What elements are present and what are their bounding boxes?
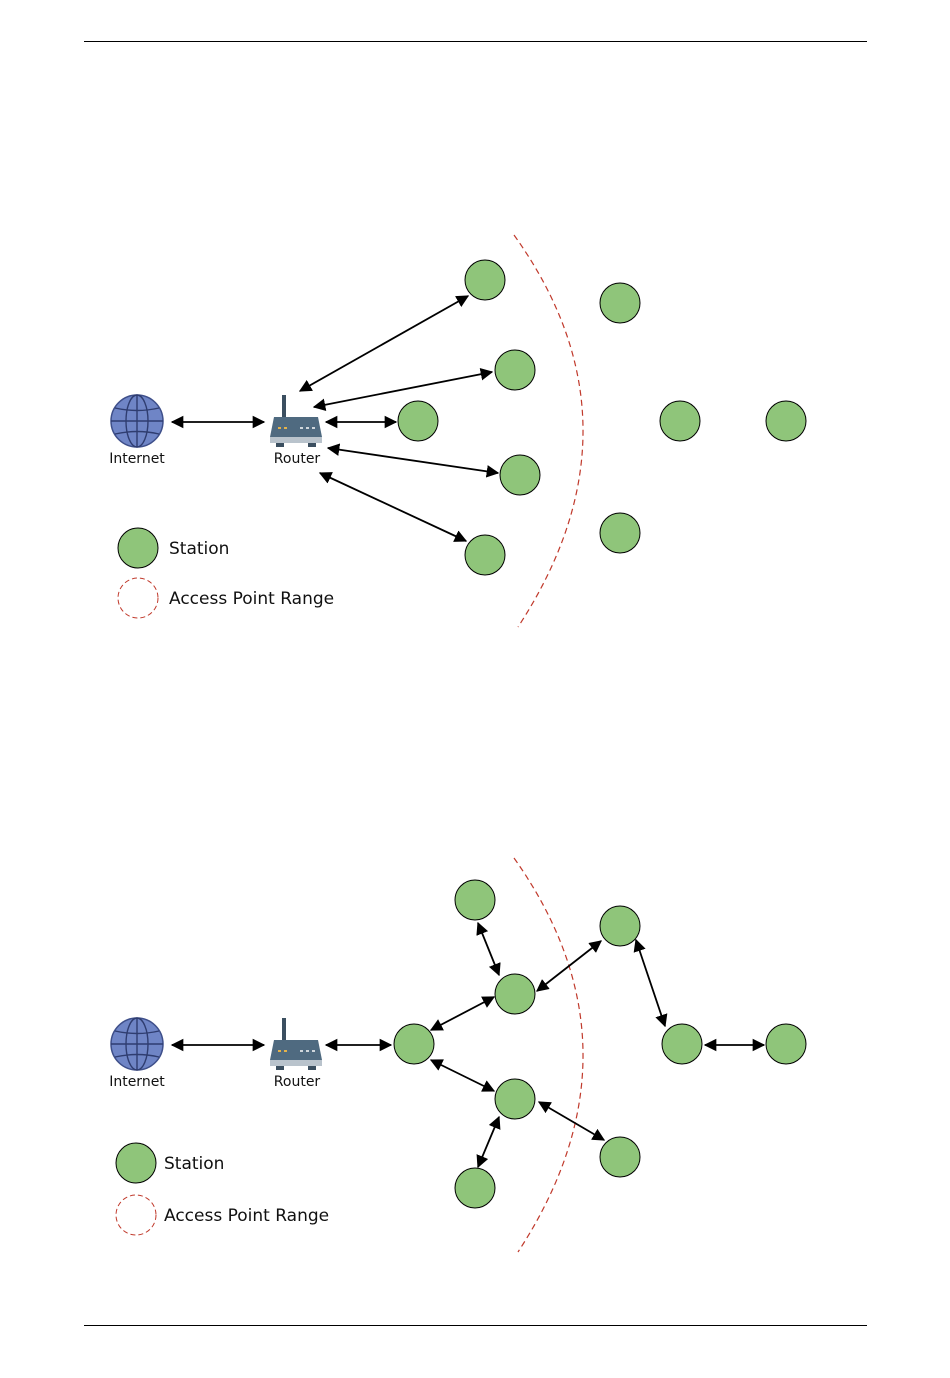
station: [600, 283, 640, 323]
legend-range-label: Access Point Range: [164, 1206, 329, 1226]
router-icon: [270, 395, 322, 447]
link-mesh: [478, 923, 499, 975]
diagram-access-point-svg: Internet Router Station Access Point Ran…: [0, 215, 950, 655]
router-icon: [270, 1018, 322, 1070]
legend-station-swatch: [116, 1143, 156, 1183]
internet-label: Internet: [109, 451, 165, 467]
station: [495, 974, 535, 1014]
stations: [398, 260, 806, 575]
globe-icon: [111, 395, 163, 447]
router-label: Router: [274, 451, 321, 467]
legend-range-label: Access Point Range: [169, 589, 334, 609]
station: [766, 1024, 806, 1064]
link-router-station-5: [320, 473, 466, 541]
legend-station-label: Station: [169, 539, 229, 559]
station: [600, 1137, 640, 1177]
station: [455, 880, 495, 920]
diagram-mesh-svg: Internet Router Station Access Point Ran…: [0, 840, 950, 1280]
station: [500, 455, 540, 495]
station: [766, 401, 806, 441]
legend: Station Access Point Range: [116, 1143, 329, 1235]
station: [394, 1024, 434, 1064]
station: [660, 401, 700, 441]
link-router-station-4: [328, 448, 498, 473]
station: [600, 513, 640, 553]
link-mesh: [431, 1060, 494, 1091]
access-point-range-arc: [514, 858, 583, 1252]
links: [172, 296, 498, 541]
link-router-station-2: [314, 372, 492, 407]
legend: Station Access Point Range: [118, 528, 334, 618]
header-rule: [84, 41, 867, 42]
link-mesh: [539, 1102, 604, 1140]
internet-label: Internet: [109, 1074, 165, 1090]
legend-range-swatch: [118, 578, 158, 618]
link-router-station-1: [300, 296, 468, 391]
footer-rule: [84, 1325, 867, 1326]
router-label: Router: [274, 1074, 321, 1090]
link-mesh: [431, 997, 494, 1030]
globe-icon: [111, 1018, 163, 1070]
station: [495, 350, 535, 390]
station: [600, 906, 640, 946]
legend-station-swatch: [118, 528, 158, 568]
station: [455, 1168, 495, 1208]
link-mesh: [636, 940, 665, 1026]
station: [662, 1024, 702, 1064]
link-mesh: [537, 941, 601, 991]
access-point-range-arc: [514, 235, 583, 627]
stations: [394, 880, 806, 1208]
legend-range-swatch: [116, 1195, 156, 1235]
diagram-mesh: Internet Router Station Access Point Ran…: [0, 840, 950, 1280]
station: [465, 260, 505, 300]
station: [495, 1079, 535, 1119]
legend-station-label: Station: [164, 1154, 224, 1174]
diagram-access-point: Internet Router Station Access Point Ran…: [0, 215, 950, 655]
station: [398, 401, 438, 441]
link-mesh: [478, 1117, 499, 1167]
station: [465, 535, 505, 575]
